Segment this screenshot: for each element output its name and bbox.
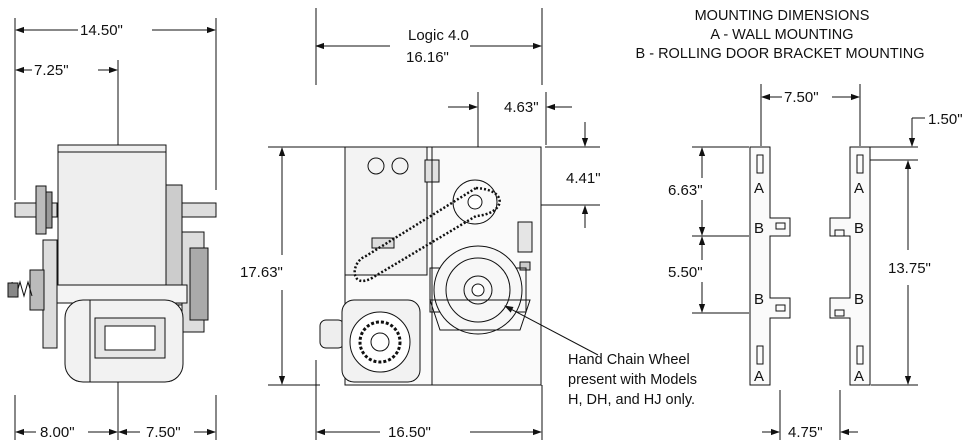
left-slot-a-bottom: A bbox=[754, 368, 764, 385]
half-width-label: 7.25" bbox=[34, 62, 69, 79]
left-slot-b-upper: B bbox=[754, 220, 764, 237]
right-slot-b-upper: B bbox=[854, 220, 864, 237]
overall-height-label: 17.63" bbox=[240, 264, 283, 281]
bottom-width-label: 16.50" bbox=[388, 424, 431, 441]
top-width-label: 16.16" bbox=[406, 49, 449, 66]
right-slot-b-lower: B bbox=[854, 291, 864, 308]
overall-width-label: 14.50" bbox=[80, 22, 123, 39]
model-label: Logic 4.0 bbox=[408, 27, 469, 44]
right-slot-a-bottom: A bbox=[854, 368, 864, 385]
mounting-title: MOUNTING DIMENSIONS bbox=[695, 8, 870, 24]
bracket-top-offset-label: 1.50" bbox=[928, 111, 963, 128]
mounting-subtitle-b: B - ROLLING DOOR BRACKET MOUNTING bbox=[636, 46, 925, 62]
side-view bbox=[7, 18, 217, 440]
note-line-2: present with Models bbox=[568, 372, 697, 388]
sprocket-offset-label: 4.63" bbox=[504, 99, 539, 116]
left-offset-label: 8.00" bbox=[40, 424, 75, 441]
note-line-3: H, DH, and HJ only. bbox=[568, 392, 695, 408]
bracket-views bbox=[692, 84, 925, 440]
right-span-label: 13.75" bbox=[888, 260, 931, 277]
bracket-width-label: 7.50" bbox=[784, 89, 819, 106]
a-to-b-label: 6.63" bbox=[668, 182, 703, 199]
mounting-subtitle-a: A - WALL MOUNTING bbox=[710, 27, 853, 43]
right-offset-label: 7.50" bbox=[146, 424, 181, 441]
right-slot-a-top: A bbox=[854, 180, 864, 197]
b-to-b-label: 5.50" bbox=[668, 264, 703, 281]
sprocket-drop-label: 4.41" bbox=[566, 170, 601, 187]
left-slot-b-lower: B bbox=[754, 291, 764, 308]
front-view bbox=[268, 8, 600, 440]
bracket-bottom-width-label: 4.75" bbox=[788, 424, 823, 441]
left-slot-a-top: A bbox=[754, 180, 764, 197]
note-line-1: Hand Chain Wheel bbox=[568, 352, 690, 368]
